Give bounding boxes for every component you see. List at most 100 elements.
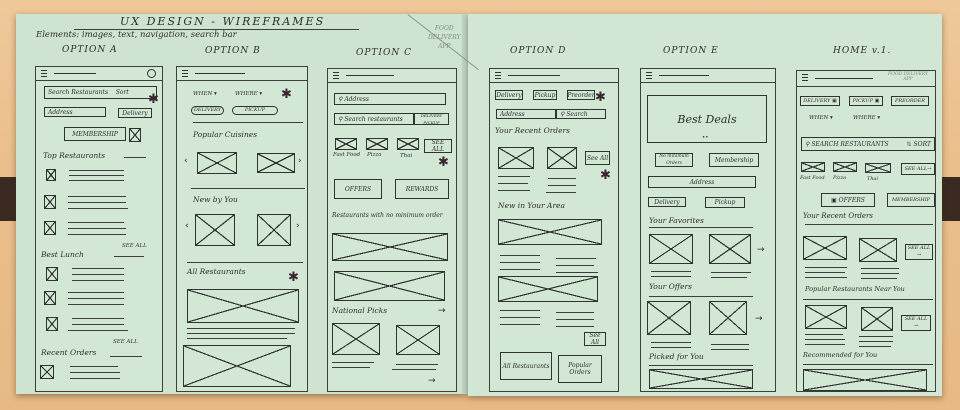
when-dropdown[interactable]: WHEN ▾ <box>809 115 833 121</box>
arrow-right-icon[interactable]: → <box>438 306 446 316</box>
carousel-prev-icon[interactable]: ‹ <box>184 156 188 166</box>
image-placeholder <box>129 128 141 142</box>
home-v1-label: HOME v.1. <box>833 46 892 56</box>
popular-orders-button[interactable]: Popular Orders <box>558 355 602 383</box>
menu-icon[interactable] <box>41 70 47 77</box>
image-placeholder <box>40 365 54 379</box>
menu-icon[interactable] <box>333 72 339 79</box>
category-label: Pizza <box>367 152 382 158</box>
image-placeholder <box>44 221 56 235</box>
menu-icon[interactable] <box>802 74 808 81</box>
category-label: Fast Food <box>800 175 825 181</box>
image-placeholder <box>547 147 577 169</box>
image-placeholder <box>709 301 747 335</box>
sheet-edge <box>462 14 472 394</box>
section-title: All Restaurants <box>187 267 246 276</box>
membership-button[interactable]: MEMBERSHIP <box>887 193 935 207</box>
option-e-label: OPTION E <box>663 46 719 56</box>
no-minimum-orders-button[interactable]: No minimum Orders <box>655 153 693 167</box>
arrow-right-icon[interactable]: → <box>755 314 763 324</box>
image-placeholder <box>366 138 388 150</box>
where-dropdown[interactable]: WHERE ▾ <box>853 115 881 121</box>
see-all-button[interactable]: SEE ALL <box>424 139 452 153</box>
pickup-pill[interactable]: PICKUP <box>232 106 278 115</box>
category-label: Thai <box>400 153 413 159</box>
search-input[interactable]: ⚲ Search <box>556 109 606 119</box>
offers-button[interactable]: ▣ OFFERS <box>821 193 875 207</box>
category-label: Thai <box>867 176 879 182</box>
image-placeholder <box>861 307 893 331</box>
offers-button[interactable]: OFFERS <box>334 179 382 199</box>
carousel-dots[interactable]: •• <box>702 135 709 141</box>
membership-button[interactable]: MEMBERSHIP <box>64 127 126 141</box>
option-e-wireframe: Best Deals •• No minimum Orders Membersh… <box>640 68 776 392</box>
image-placeholder <box>709 234 751 264</box>
image-placeholder <box>498 219 602 245</box>
image-placeholder <box>833 162 857 172</box>
tab-delivery[interactable]: DELIVERY ▣ <box>800 96 840 106</box>
delivery-pill[interactable]: DELIVERY <box>191 106 224 115</box>
image-placeholder <box>865 163 891 173</box>
section-title: Your Offers <box>649 282 692 291</box>
section-title: Recommended for You <box>803 351 878 359</box>
section-title: New in Your Area <box>498 201 565 210</box>
star-mark-icon: ✱ <box>600 168 611 183</box>
menu-icon[interactable] <box>646 72 652 79</box>
when-dropdown[interactable]: WHEN ▾ <box>193 91 217 97</box>
see-all-button[interactable]: See All <box>584 332 606 346</box>
carousel-next-icon[interactable]: › <box>296 221 300 231</box>
profile-icon[interactable] <box>147 69 156 78</box>
best-deals-banner[interactable]: Best Deals <box>647 95 767 143</box>
search-input[interactable]: ⚲ SEARCH RESTAURANTS⇅ SORT <box>801 137 935 151</box>
search-input[interactable]: ⚲ Search restaurants <box>334 113 414 125</box>
see-all-link[interactable]: SEE ALL <box>113 339 138 345</box>
search-input[interactable]: Search Restaurants Sort <box>44 86 157 99</box>
all-restaurants-button[interactable]: All Restaurants <box>500 352 552 380</box>
membership-button[interactable]: Membership <box>709 153 759 167</box>
app-name: FOOD DELIVERY APP <box>888 72 928 82</box>
carousel-next-icon[interactable]: › <box>298 156 302 166</box>
see-all-button[interactable]: SEE ALL→ <box>905 244 933 260</box>
image-placeholder <box>187 289 299 323</box>
section-title: Top Restaurants <box>43 151 106 160</box>
address-field[interactable]: Address <box>496 109 556 119</box>
menu-icon[interactable] <box>495 72 501 79</box>
tab-preorder[interactable]: PREORDER <box>891 96 929 106</box>
section-title: Picked for You <box>649 352 704 361</box>
star-mark-icon: ✱ <box>281 87 292 102</box>
where-dropdown[interactable]: WHERE ▾ <box>235 91 263 97</box>
image-placeholder <box>195 214 235 246</box>
address-field[interactable]: ⚲ Address <box>334 93 446 105</box>
image-placeholder <box>197 152 237 174</box>
see-all-button[interactable]: SEE ALL→ <box>901 163 935 175</box>
section-title: Popular Cuisines <box>193 130 258 139</box>
see-all-button[interactable]: See All <box>585 151 610 165</box>
option-a-wireframe: Search Restaurants Sort ✱ Address Delive… <box>35 66 163 392</box>
image-placeholder <box>334 271 445 301</box>
arrow-right-icon[interactable]: → <box>757 245 765 255</box>
rewards-button[interactable]: REWARDS <box>395 179 449 199</box>
pickup-button[interactable]: Pickup <box>705 197 745 208</box>
star-mark-icon: ✱ <box>595 90 606 105</box>
section-title: Restaurants with no minimum order <box>332 212 443 219</box>
tab-pickup[interactable]: Pickup <box>533 90 557 100</box>
home-v1-wireframe: FOOD DELIVERY APP DELIVERY ▣ PICKUP ▣ PR… <box>796 70 936 392</box>
address-field[interactable]: Address <box>44 107 106 117</box>
address-field[interactable]: Address <box>648 176 756 188</box>
image-placeholder <box>805 305 847 329</box>
section-title: Best Lunch <box>41 250 84 259</box>
delivery-button[interactable]: Delivery <box>118 108 152 118</box>
tab-delivery[interactable]: Delivery <box>495 90 523 100</box>
arrow-right-icon[interactable]: → <box>428 376 436 386</box>
delivery-button[interactable]: Delivery <box>648 197 686 207</box>
see-all-button[interactable]: SEE ALL→ <box>901 315 931 331</box>
carousel-prev-icon[interactable]: ‹ <box>185 221 189 231</box>
tab-pickup[interactable]: PICKUP ▣ <box>849 96 883 106</box>
section-title: Your Recent Orders <box>495 126 570 135</box>
image-placeholder <box>859 238 897 262</box>
menu-icon[interactable] <box>182 70 188 77</box>
tab-preorder[interactable]: Preorder <box>567 90 595 100</box>
see-all-link[interactable]: SEE ALL <box>122 243 147 249</box>
